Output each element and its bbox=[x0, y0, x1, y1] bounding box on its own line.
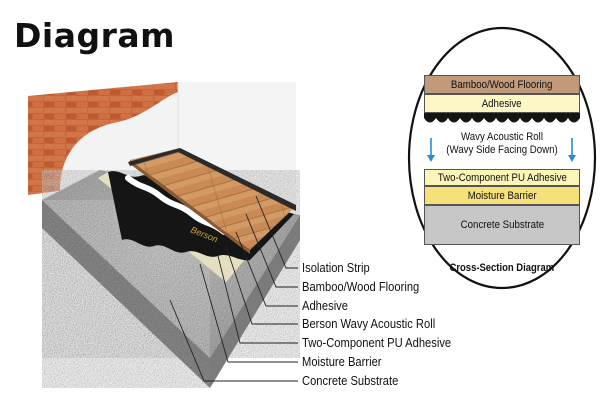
wood-flooring bbox=[130, 148, 296, 254]
label-concrete-substrate: Concrete Substrate bbox=[302, 373, 399, 388]
isolation-strip bbox=[178, 148, 296, 211]
cs-layer-label: Concrete Substrate bbox=[460, 219, 544, 231]
cs-layer-wood-flooring: Bamboo/Wood Flooring bbox=[424, 75, 580, 94]
label-pu-adhesive: Two-Component PU Adhesive bbox=[302, 335, 452, 350]
cross-section-caption-text: Cross-Section Diagram bbox=[449, 262, 555, 274]
label-wood-flooring: Bamboo/Wood Flooring bbox=[302, 279, 420, 294]
cs-layer-adhesive: Adhesive bbox=[424, 94, 580, 113]
cs-wavy-line1: Wavy Acoustic Roll bbox=[461, 131, 543, 143]
down-arrow-icon bbox=[568, 138, 576, 162]
cross-section-wavy-roll bbox=[424, 113, 580, 123]
label-moisture-barrier: Moisture Barrier bbox=[302, 354, 382, 369]
label-adhesive: Adhesive bbox=[302, 298, 348, 313]
cs-wavy-line2: (Wavy Side Facing Down) bbox=[446, 144, 558, 156]
label-acoustic-roll: Berson Wavy Acoustic Roll bbox=[302, 316, 436, 331]
cs-layer-pu-adhesive: Two-Component PU Adhesive bbox=[424, 169, 580, 186]
cs-layer-moisture-barrier: Moisture Barrier bbox=[424, 186, 580, 205]
cs-wavy-roll-text: Wavy Acoustic Roll (Wavy Side Facing Dow… bbox=[424, 131, 580, 157]
cs-layer-label: Bamboo/Wood Flooring bbox=[451, 78, 553, 91]
cs-layer-concrete: Concrete Substrate bbox=[424, 205, 580, 245]
cs-layer-label: Adhesive bbox=[482, 97, 522, 110]
cross-section-frame bbox=[407, 26, 597, 290]
label-isolation-strip: Isolation Strip bbox=[302, 260, 370, 275]
cs-layer-label: Moisture Barrier bbox=[467, 189, 537, 202]
page-title: Diagram bbox=[14, 16, 176, 55]
cs-layer-label: Two-Component PU Adhesive bbox=[437, 171, 567, 184]
down-arrow-icon bbox=[427, 138, 435, 162]
cross-section-caption: Cross-Section Diagram bbox=[424, 262, 580, 274]
leader-lines bbox=[169, 195, 298, 382]
